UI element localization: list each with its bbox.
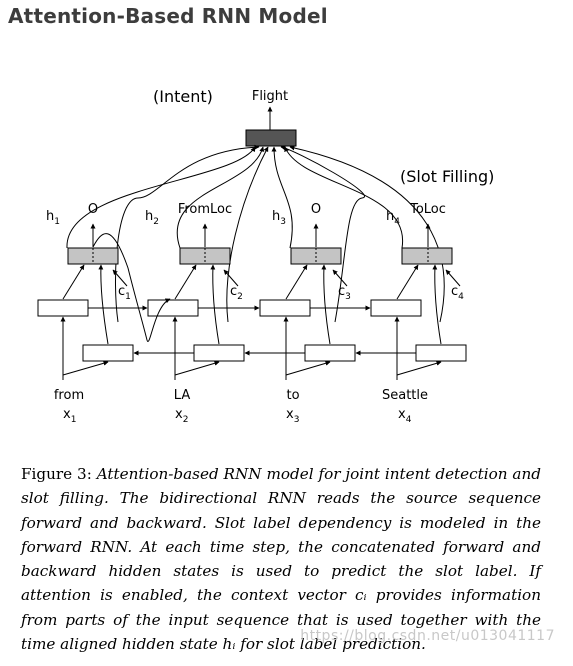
backward-rnn-box-2: [193, 344, 245, 362]
context-label-3: c3: [338, 284, 351, 302]
forward-rnn-box-3: [259, 299, 311, 317]
backward-rnn-box-4: [415, 344, 467, 362]
hidden-state-label-2: h2: [145, 209, 159, 227]
slot-label-1: O: [88, 202, 98, 217]
intent-attention-curves: [66, 144, 445, 323]
intent-box: [245, 129, 297, 147]
input-token-2: x2: [175, 407, 188, 425]
hidden-state-label-1: h1: [46, 209, 60, 227]
intent-output-label: Flight: [252, 89, 288, 104]
attention-rnn-diagram: (Intent) Flight (Slot Filling) h1 O c1 f…: [37, 87, 494, 425]
rnn-column-2: h2 FromLoc c2 LA x2: [145, 202, 245, 425]
input-token-3: x3: [286, 407, 299, 425]
decoder-box-4: [401, 247, 453, 265]
caption-figure-label: Figure 3:: [21, 465, 97, 483]
context-arrow-3: [332, 269, 348, 287]
figure-caption: Figure 3: Attention-based RNN model for …: [21, 462, 541, 656]
vertical-connections: [60, 233, 442, 380]
caption-body: Attention-based RNN model for joint inte…: [21, 465, 541, 654]
rnn-column-1: h1 O c1 from x1: [37, 202, 134, 425]
input-word-4: Seattle: [382, 388, 428, 403]
context-arrow-4: [445, 269, 461, 287]
input-token-4: x4: [398, 407, 412, 425]
hidden-state-label-4: h4: [386, 209, 400, 227]
forward-rnn-box-1: [37, 299, 89, 317]
context-label-1: c1: [118, 284, 131, 302]
backward-rnn-box-3: [304, 344, 356, 362]
slot-label-3: O: [311, 202, 321, 217]
forward-rnn-box-2: [147, 299, 199, 317]
context-arrow-1: [112, 269, 128, 287]
rnn-column-3: h3 O c3 to x3: [259, 202, 356, 425]
input-token-1: x1: [63, 407, 76, 425]
input-word-2: LA: [174, 388, 191, 403]
context-label-2: c2: [230, 284, 243, 302]
input-word-1: from: [54, 388, 84, 403]
page-title: Attention-Based RNN Model: [8, 4, 328, 28]
forward-rnn-box-4: [370, 299, 422, 317]
slot-filling-label: (Slot Filling): [400, 167, 494, 186]
watermark-url: https://blog.csdn.net/u013041117: [300, 628, 555, 644]
rnn-column-4: h4 ToLoc c4 Seattle x4: [370, 202, 467, 425]
input-word-3: to: [286, 388, 299, 403]
context-label-4: c4: [451, 284, 464, 302]
recurrent-connections: [88, 305, 416, 356]
slot-label-4: ToLoc: [409, 202, 446, 217]
slot-label-2: FromLoc: [178, 202, 232, 217]
context-arrow-2: [223, 269, 239, 287]
intent-label: (Intent): [153, 87, 213, 106]
hidden-state-label-3: h3: [272, 209, 286, 227]
backward-rnn-box-1: [82, 344, 134, 362]
